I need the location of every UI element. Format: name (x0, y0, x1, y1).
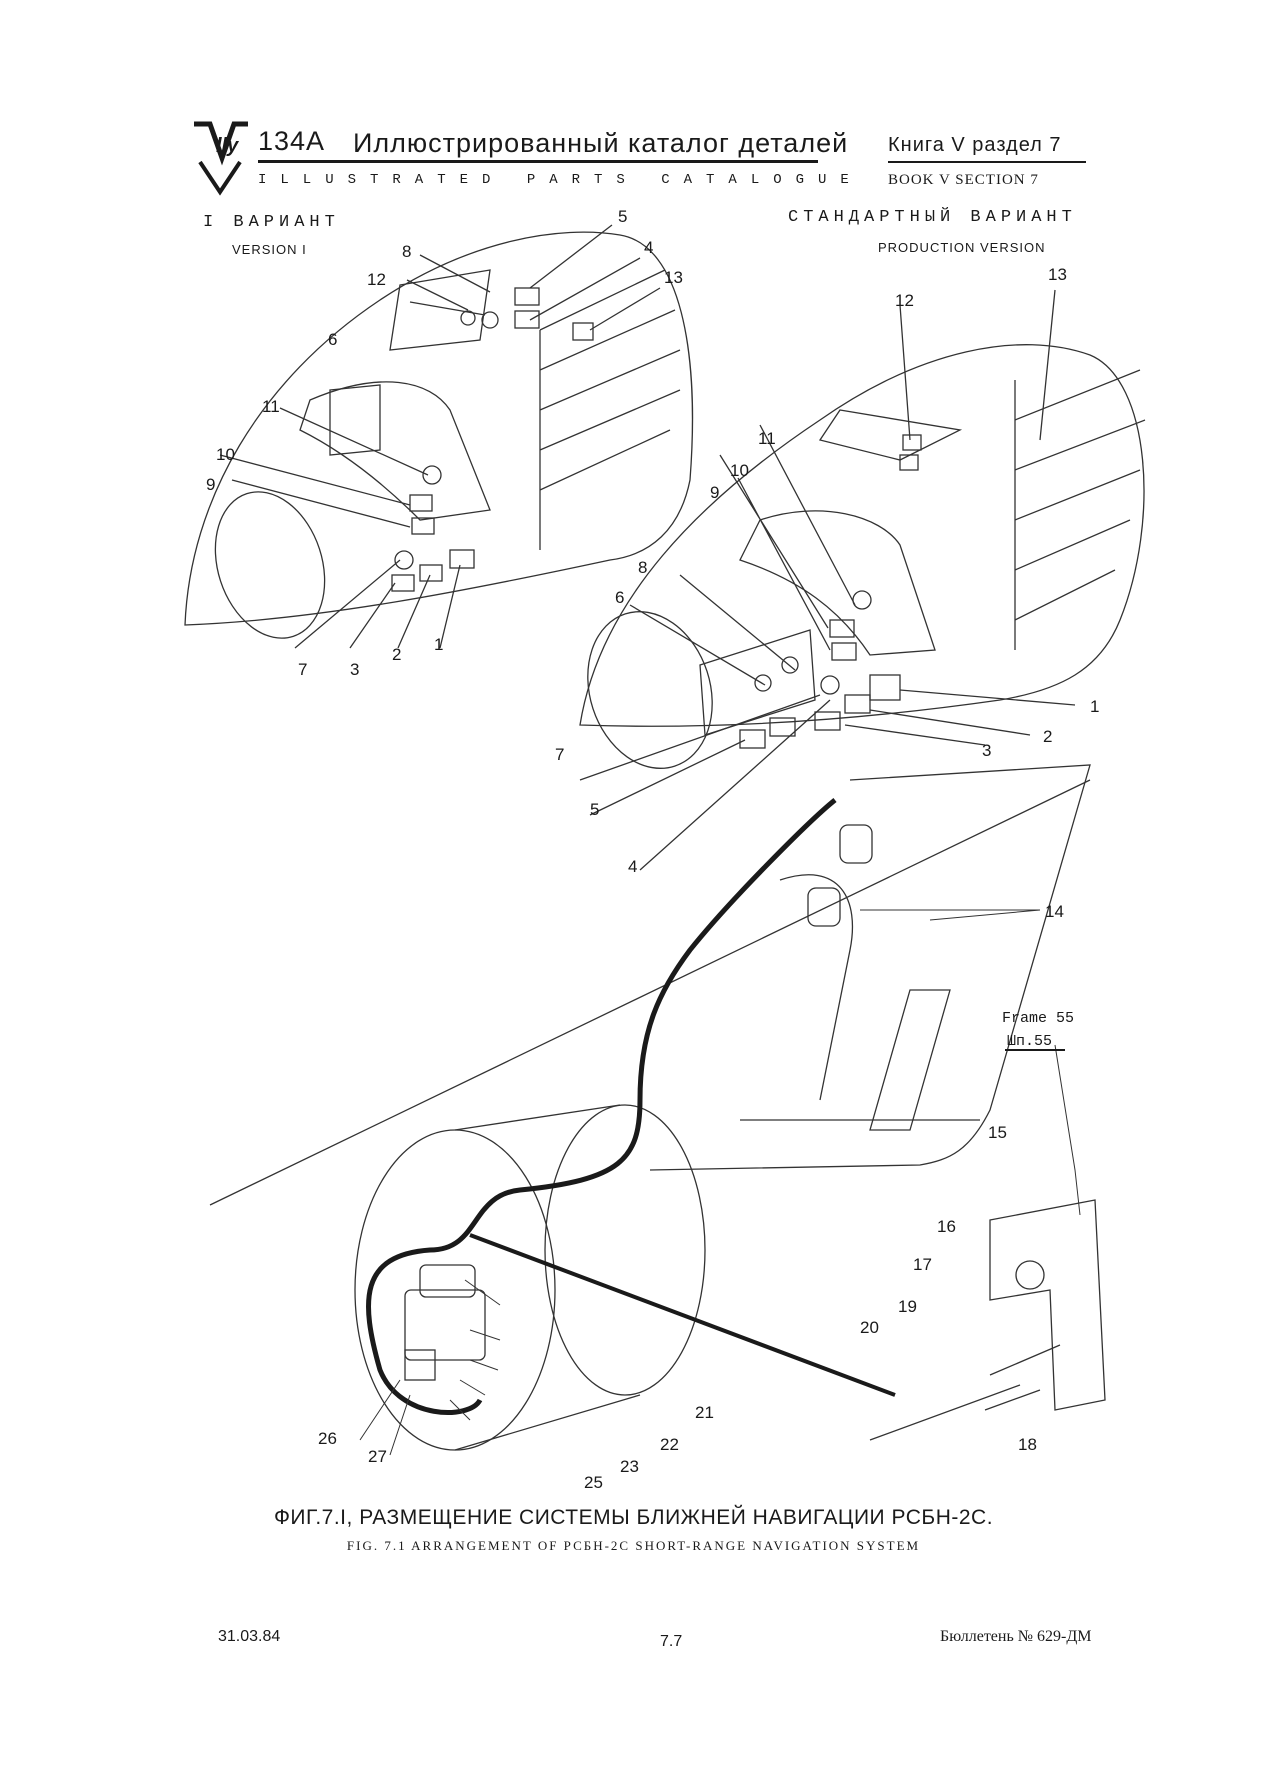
catalogue-title-en: ILLUSTRATED PARTS CATALOGUE (258, 172, 863, 188)
svg-text:2: 2 (1043, 727, 1052, 746)
svg-text:4: 4 (628, 857, 637, 876)
svg-text:26: 26 (318, 1429, 337, 1448)
svg-text:14: 14 (1045, 902, 1064, 921)
book-section-ru: Книга V раздел 7 (888, 134, 1062, 156)
svg-text:5: 5 (590, 800, 599, 819)
svg-text:23: 23 (620, 1457, 639, 1476)
book-section-en: BOOK V SECTION 7 (888, 172, 1039, 188)
svg-text:7: 7 (555, 745, 564, 764)
fuselage-cable-run (209, 764, 1106, 1451)
svg-text:9: 9 (206, 475, 215, 494)
svg-text:7: 7 (298, 660, 307, 679)
svg-text:2: 2 (392, 645, 401, 664)
svg-text:22: 22 (660, 1435, 679, 1454)
svg-text:12: 12 (895, 291, 914, 310)
version-right-ru: СТАНДАРТНЫЙ ВАРИАНТ (788, 208, 1077, 227)
left-nose-section (184, 224, 694, 649)
svg-text:25: 25 (584, 1473, 603, 1492)
svg-text:5: 5 (618, 207, 627, 226)
svg-text:17: 17 (913, 1255, 932, 1274)
figure-caption-en: FIG. 7.1 ARRANGEMENT OF РСБН-2С SHORT-RA… (346, 1538, 921, 1553)
version-left-en: VERSION I (232, 242, 307, 257)
svg-text:10: 10 (730, 461, 749, 480)
svg-text:16: 16 (937, 1217, 956, 1236)
figure-caption-ru: ФИГ.7.I, РАЗМЕЩЕНИЕ СИСТЕМЫ БЛИЖНЕЙ НАВИ… (273, 1506, 994, 1529)
svg-text:3: 3 (982, 741, 991, 760)
svg-text:6: 6 (615, 588, 624, 607)
manufacturer-logo: lly (194, 121, 248, 196)
svg-text:13: 13 (664, 268, 683, 287)
svg-text:1: 1 (1090, 697, 1099, 716)
frame-label-en: Frame 55 (1002, 1010, 1074, 1027)
svg-text:18: 18 (1018, 1435, 1037, 1454)
svg-text:6: 6 (328, 330, 337, 349)
svg-text:9: 9 (710, 483, 719, 502)
svg-text:13: 13 (1048, 265, 1067, 284)
svg-text:12: 12 (367, 270, 386, 289)
svg-text:19: 19 (898, 1297, 917, 1316)
svg-text:15: 15 (988, 1123, 1007, 1142)
svg-text:27: 27 (368, 1447, 387, 1466)
svg-text:11: 11 (758, 429, 776, 448)
svg-text:8: 8 (402, 242, 411, 261)
callout-labels: 1 2 3 7 6 12 8 5 4 13 11 10 9 1 2 3 4 5 … (206, 207, 1099, 1492)
footer-page-number: 7.7 (660, 1633, 683, 1650)
version-right-en: PRODUCTION VERSION (878, 240, 1046, 255)
version-left-ru: I ВАРИАНТ (203, 213, 340, 232)
svg-text:20: 20 (860, 1318, 879, 1337)
aircraft-model: 134A (258, 126, 326, 156)
svg-text:3: 3 (350, 660, 359, 679)
callout-left: 1 (434, 635, 443, 654)
svg-text:lly: lly (216, 135, 239, 157)
svg-text:11: 11 (262, 397, 280, 416)
svg-text:4: 4 (644, 238, 653, 257)
header-rule (258, 160, 818, 163)
right-nose-section (579, 289, 1146, 871)
frame-label-ru: Шп.55 (1007, 1033, 1052, 1050)
book-rule (888, 161, 1086, 163)
catalogue-title-ru: Иллюстрированный каталог деталей (353, 128, 849, 158)
svg-text:10: 10 (216, 445, 235, 464)
footer-bulletin: Бюллетень № 629-ДМ (940, 1628, 1092, 1645)
footer-date: 31.03.84 (218, 1628, 281, 1645)
svg-text:8: 8 (638, 558, 647, 577)
svg-text:21: 21 (695, 1403, 714, 1422)
